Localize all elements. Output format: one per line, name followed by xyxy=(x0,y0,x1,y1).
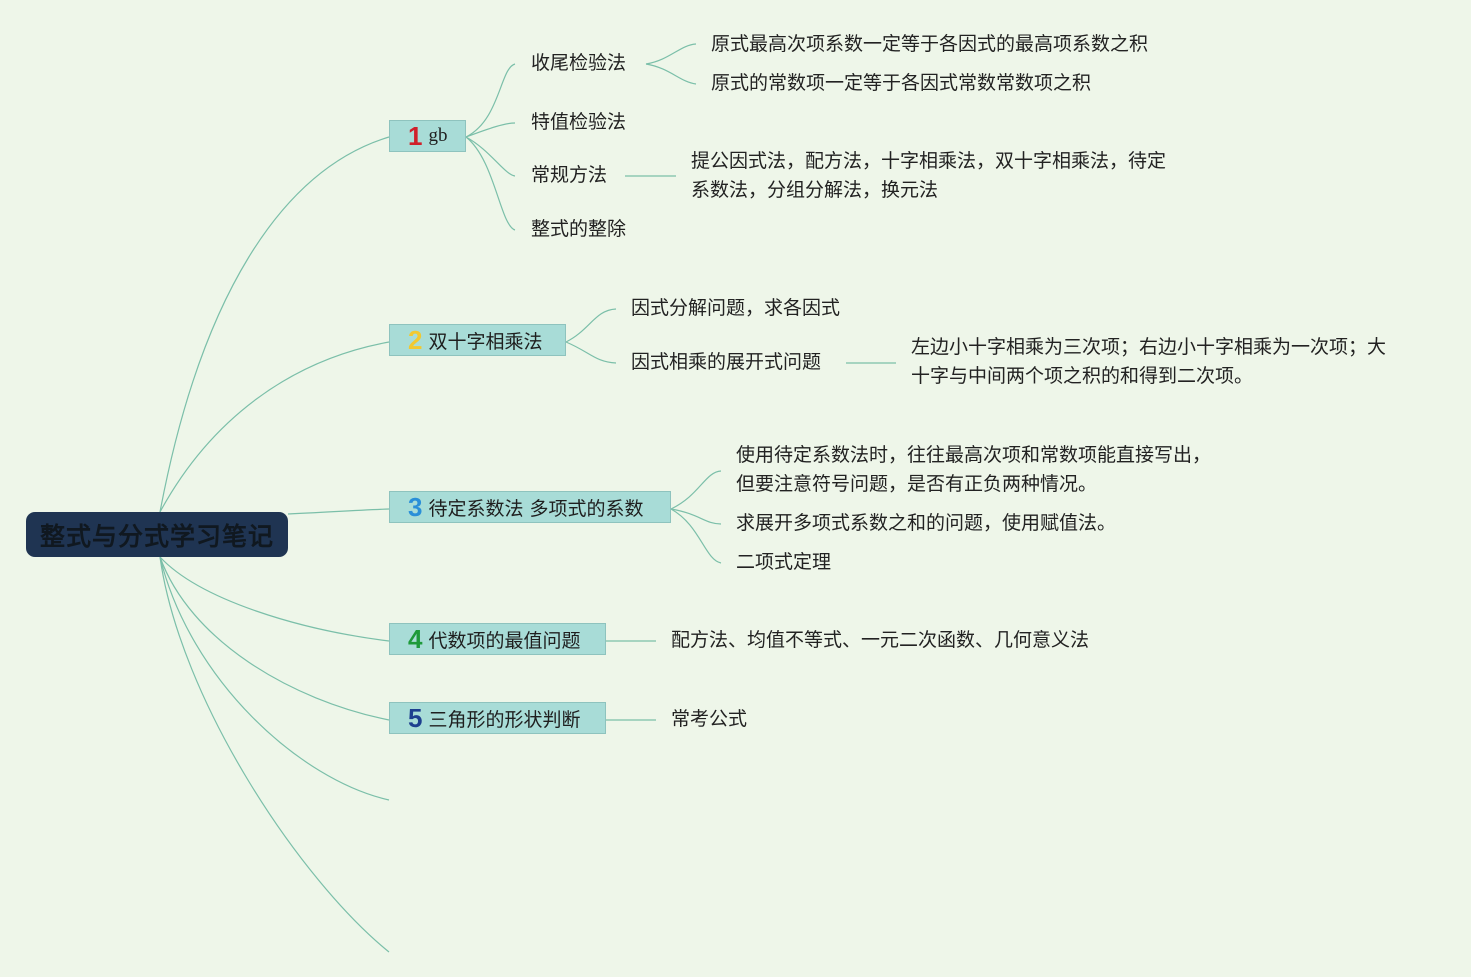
connector-root-b2 xyxy=(159,341,390,513)
root-node[interactable]: 整式与分式学习笔记 xyxy=(26,512,288,557)
connector-root-empty2 xyxy=(159,556,390,953)
branch-1-number: 1 xyxy=(408,120,423,151)
connector-b1-c2 xyxy=(465,122,516,138)
connector-c1-d2 xyxy=(645,63,697,85)
connector-root-b5 xyxy=(159,556,390,721)
connector-root-empty1 xyxy=(159,556,390,801)
connector-b1-c1 xyxy=(465,63,516,138)
branch-3-child-2[interactable]: 求展开多项式系数之和的问题，使用赋值法。 xyxy=(736,512,1117,534)
branch-3[interactable]: 3 待定系数法 多项式的系数 xyxy=(389,491,671,523)
connector-root-b3 xyxy=(287,508,390,515)
connector-b2-c1 xyxy=(565,308,617,343)
branch-2-number: 2 xyxy=(408,324,423,355)
connector-b3-c2 xyxy=(670,508,722,525)
branch-1-child-3[interactable]: 常规方法 xyxy=(531,164,608,186)
branch-1[interactable]: 1 gb xyxy=(389,120,466,152)
branch-2-child-2-detail-line-1[interactable]: 左边小十字相乘为三次项；右边小十字相乘为一次项；大 xyxy=(911,336,1387,358)
branch-1-child-1[interactable]: 收尾检验法 xyxy=(531,52,627,74)
branch-3-child-1-line-2[interactable]: 但要注意符号问题，是否有正负两种情况。 xyxy=(736,473,1098,495)
branch-5-child-1[interactable]: 常考公式 xyxy=(671,708,748,730)
branch-1-label: gb xyxy=(428,125,448,146)
connector-c1-d1 xyxy=(645,43,697,65)
branch-5[interactable]: 5 三角形的形状判断 xyxy=(389,702,606,734)
connector-root-b1 xyxy=(159,136,390,513)
branch-2[interactable]: 2 双十字相乘法 xyxy=(389,324,566,356)
branch-1-child-3-detail-line-1[interactable]: 提公因式法，配方法，十字相乘法，双十字相乘法，待定 xyxy=(691,150,1167,172)
branch-1-child-1-detail-2[interactable]: 原式的常数项一定等于各因式常数常数项之积 xyxy=(711,72,1092,94)
connector-root-b4 xyxy=(159,556,390,642)
connector-b1-c4 xyxy=(465,136,516,231)
branch-3-child-1-line-1[interactable]: 使用待定系数法时，往往最高次项和常数项能直接写出， xyxy=(736,444,1212,466)
branch-4-label: 代数项的最值问题 xyxy=(428,629,581,652)
branch-5-number: 5 xyxy=(408,702,423,733)
branch-4[interactable]: 4 代数项的最值问题 xyxy=(389,623,606,655)
branch-4-child-1[interactable]: 配方法、均值不等式、一元二次函数、几何意义法 xyxy=(671,629,1090,651)
branch-2-child-2[interactable]: 因式相乘的展开式问题 xyxy=(631,351,822,373)
branch-1-child-3-detail-line-2[interactable]: 系数法，分组分解法，换元法 xyxy=(691,179,939,201)
branch-3-number: 3 xyxy=(408,491,423,522)
branch-3-child-3[interactable]: 二项式定理 xyxy=(736,551,832,573)
connector-b3-c1 xyxy=(670,470,722,510)
branch-3-label: 待定系数法 多项式的系数 xyxy=(428,497,644,520)
branch-1-child-4[interactable]: 整式的整除 xyxy=(531,218,627,240)
connector-b3-c3 xyxy=(670,508,722,564)
connector-b1-c3 xyxy=(465,136,516,177)
connector-b2-c2 xyxy=(565,341,617,364)
branch-2-child-1[interactable]: 因式分解问题，求各因式 xyxy=(631,297,841,319)
branch-1-child-1-detail-1[interactable]: 原式最高次项系数一定等于各因式的最高项系数之积 xyxy=(711,33,1149,55)
branch-2-label: 双十字相乘法 xyxy=(428,330,543,353)
branch-2-child-2-detail-line-2[interactable]: 十字与中间两个项之积的和得到二次项。 xyxy=(911,365,1254,387)
branch-5-label: 三角形的形状判断 xyxy=(428,708,581,731)
branch-4-number: 4 xyxy=(408,623,423,654)
branch-1-child-2[interactable]: 特值检验法 xyxy=(531,111,627,133)
